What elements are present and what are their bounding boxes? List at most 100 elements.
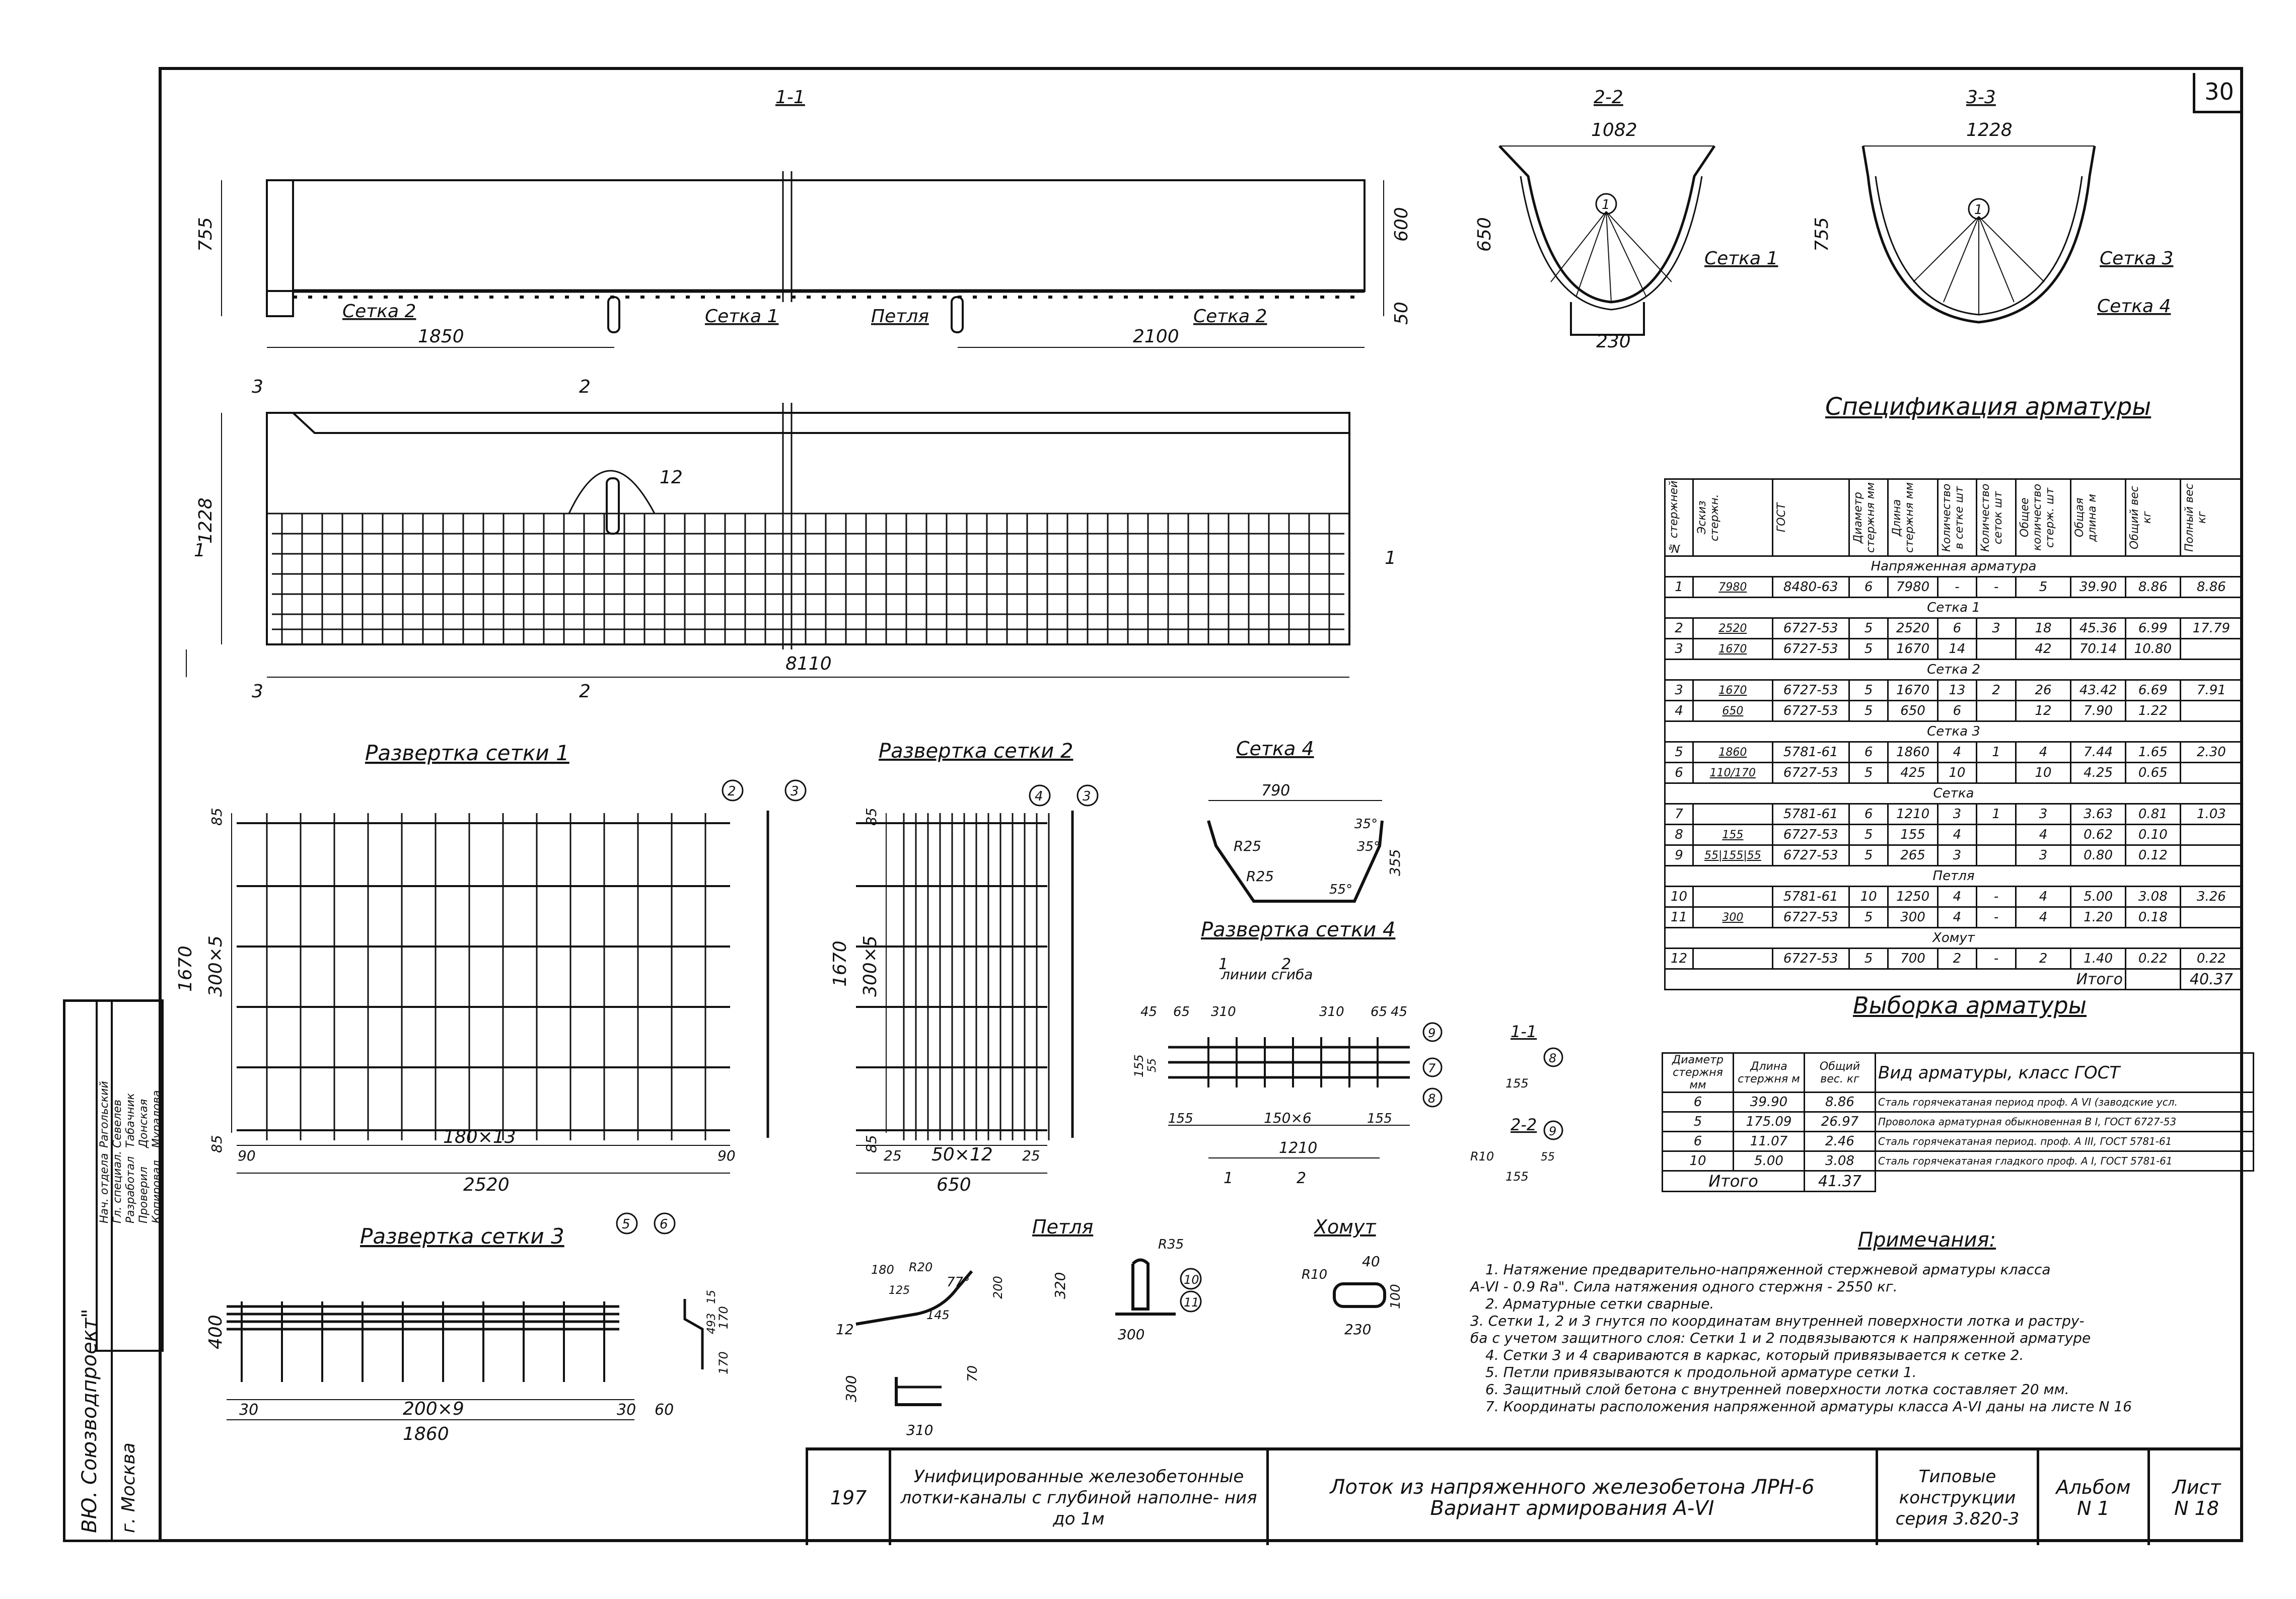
plan-view: [186, 403, 1350, 678]
spec-cell: 3: [2015, 844, 2072, 866]
spec-cell: 1860: [1692, 741, 1773, 763]
spec-header: Количество сеток шт: [1976, 478, 2017, 557]
spec-cell: [1692, 803, 1773, 825]
callout-1-s33: 1: [1974, 202, 1983, 217]
spec-cell: 70.14: [2070, 638, 2126, 660]
spec-cell: 2.30: [2179, 741, 2244, 763]
cut-1-right: 1: [1385, 548, 1396, 568]
selection-cell: Сталь горячекатаная гладкого проф. А I, …: [1875, 1150, 2254, 1172]
loop-dim-200: 200: [991, 1276, 1005, 1299]
spec-cell: [2179, 824, 2244, 846]
spec-cell: 8480-63: [1771, 576, 1850, 598]
selection-header: Длина стержня м: [1733, 1052, 1805, 1093]
tb-project: Унифицированные железобетонные лотки-кан…: [889, 1450, 1266, 1545]
spec-cell: 4: [1936, 886, 1978, 908]
tb-album-label: Альбом: [2056, 1476, 2131, 1498]
m3-dim-30b: 30: [617, 1401, 636, 1419]
section-2-2: [1498, 145, 1716, 336]
spec-cell: 4: [1936, 906, 1978, 928]
spec-cell: 7980: [1692, 576, 1773, 598]
section-1-1: [221, 171, 1384, 348]
spec-cell: -: [1976, 576, 2017, 598]
dim-755-s33: 755: [1812, 217, 1832, 252]
selection-cell: 5: [1662, 1111, 1734, 1132]
cut22-dim-155: 155: [1505, 1170, 1529, 1184]
dim-600: 600: [1391, 207, 1412, 242]
spec-cell: 5781-61: [1771, 741, 1850, 763]
spec-cell: 7.90: [2070, 700, 2126, 722]
selection-cell: 10: [1662, 1150, 1734, 1172]
spec-cell: 4: [2015, 906, 2072, 928]
selection-cell: 2.46: [1804, 1131, 1876, 1152]
mesh3-title: Развертка сетки 3: [360, 1224, 564, 1249]
spec-cell: 1210: [1887, 803, 1939, 825]
selection-cell: 3.08: [1804, 1150, 1876, 1172]
m4u-cut-1-bot: 1: [1224, 1170, 1233, 1187]
spec-cell: 7980: [1887, 576, 1939, 598]
m4u-dim-310b: 310: [1319, 1004, 1344, 1020]
tb-series: Типовые конструкции серия 3.820-3: [1876, 1450, 2037, 1545]
stirrup-dim-r10: R10: [1302, 1267, 1327, 1282]
spec-cell: [1692, 948, 1773, 970]
cut11-callout-8: 8: [1549, 1051, 1556, 1065]
spec-cell: 5: [1848, 700, 1889, 722]
spec-cell: 18: [2015, 617, 2072, 639]
spec-cell: [2179, 906, 2244, 928]
spec-group-title: Сетка: [1664, 782, 2243, 805]
spec-cell: 14: [1936, 638, 1978, 660]
spec-cell: 0.22: [2124, 948, 2181, 970]
cut-1-left: 1: [194, 540, 205, 561]
spec-group-title: Напряженная арматура: [1664, 555, 2243, 577]
spec-header: Общая длина м: [2070, 478, 2126, 557]
spec-cell: 1: [1976, 741, 2017, 763]
label-petlya: Петля: [871, 306, 929, 327]
callout-1-s22: 1: [1602, 197, 1610, 212]
loop-dim-r35: R35: [1158, 1237, 1184, 1252]
cut-3-bottom: 3: [252, 681, 263, 702]
spec-cell: 1860: [1887, 741, 1939, 763]
note-line: 4. Сетки 3 и 4 свариваются в каркас, кот…: [1485, 1347, 2024, 1363]
m2-dim-50x12: 50×12: [931, 1144, 993, 1165]
spec-cell: 7: [1664, 803, 1694, 825]
spec-cell: [1976, 638, 2017, 660]
spec-cell: 6727-53: [1771, 824, 1850, 846]
spec-header: Длина стержня мм: [1887, 478, 1939, 557]
spec-total-label: Итого: [1664, 968, 2126, 990]
selection-total-label: Итого: [1662, 1170, 1805, 1192]
spec-cell: 5781-61: [1771, 803, 1850, 825]
m2-dim-25-right: 25: [1022, 1147, 1040, 1164]
spec-cell: 6727-53: [1771, 906, 1850, 928]
spec-cell: 42: [2015, 638, 2072, 660]
selection-cell: 26.97: [1804, 1111, 1876, 1132]
spec-cell: 300: [1692, 906, 1773, 928]
notes-title: Примечания:: [1858, 1228, 1996, 1252]
spec-cell: 3.63: [2070, 803, 2126, 825]
m2-callout-4: 4: [1035, 789, 1043, 804]
spec-cell: 155: [1692, 824, 1773, 846]
label-setka2-right: Сетка 2: [1193, 306, 1267, 327]
m2-dim-85-top: 85: [863, 808, 880, 826]
spec-cell: 9: [1664, 844, 1694, 866]
spec-cell: 6: [1848, 803, 1889, 825]
selection-header: Вид арматуры, класс ГОСТ: [1875, 1052, 2254, 1093]
selection-cell: 6: [1662, 1092, 1734, 1113]
spec-cell: 5.00: [2070, 886, 2126, 908]
stamp-city: г. Москва: [118, 1442, 139, 1533]
spec-cell: 0.62: [2070, 824, 2126, 846]
spec-cell: 1670: [1887, 638, 1939, 660]
loop-dim-125: 125: [889, 1284, 910, 1297]
spec-cell: [1692, 886, 1773, 908]
spec-cell: 3: [1976, 617, 2017, 639]
m4u-dim-155b: 155: [1367, 1111, 1392, 1126]
spec-cell: 4: [1936, 741, 1978, 763]
stirrup-dim-230: 230: [1344, 1321, 1371, 1338]
m1-dim-85-bot: 85: [208, 1135, 225, 1153]
mesh1-title: Развертка сетки 1: [365, 741, 569, 765]
label-setka1: Сетка 1: [705, 306, 778, 327]
m1-dim-85-top: 85: [208, 808, 225, 826]
